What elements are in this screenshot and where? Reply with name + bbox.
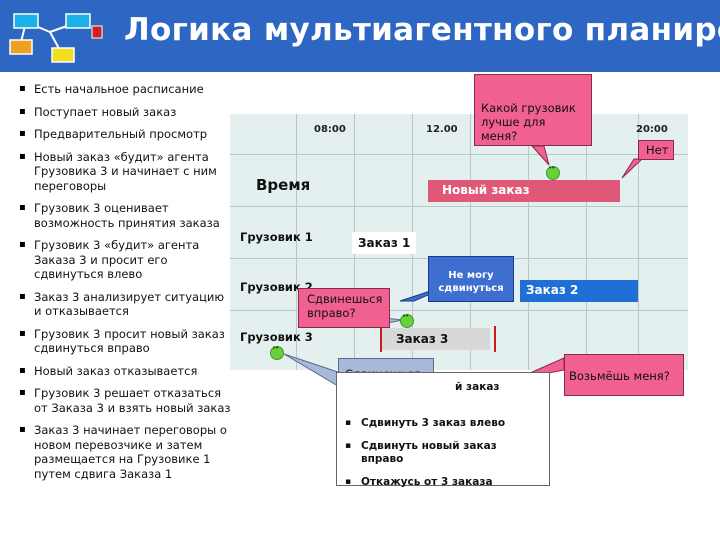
order-3-bar: Заказ 3 bbox=[382, 328, 490, 350]
row-label-truck-2: Грузовик 2 bbox=[240, 280, 313, 294]
row-label-truck-1: Грузовик 1 bbox=[240, 230, 313, 244]
steps-list: Есть начальное расписание Поступает новы… bbox=[18, 82, 232, 489]
order-3-left-marker bbox=[380, 326, 382, 352]
schedule-grid: 08:00 12.00 20:00 Время Грузовик 1 Грузо… bbox=[230, 114, 688, 370]
time-axis-label: Время bbox=[256, 176, 311, 194]
time-tick: 08:00 bbox=[314, 124, 346, 135]
grid-line bbox=[230, 310, 688, 311]
network-diagram-icon bbox=[0, 0, 120, 72]
callout-which-truck: Какой грузовик лучше для меня? bbox=[474, 74, 592, 146]
list-item: Предварительный просмотр bbox=[18, 127, 232, 142]
new-order-bar: Новый заказ bbox=[428, 180, 620, 202]
callout-move-right: Сдвинешься вправо? bbox=[298, 288, 390, 328]
grid-line bbox=[230, 154, 688, 155]
agent-smiley-icon bbox=[270, 344, 284, 360]
option-item: Сдвинуть 3 заказ влево bbox=[345, 417, 541, 430]
option-item: Откажусь от 3 заказа bbox=[345, 476, 541, 489]
grid-line bbox=[230, 206, 688, 207]
list-item: Заказ 3 анализирует ситуацию и отказывае… bbox=[18, 290, 232, 319]
grid-line bbox=[638, 114, 639, 370]
time-tick: 20:00 bbox=[636, 124, 668, 135]
decision-options-box: й заказ Сдвинуть 3 заказ влево Сдвинуть … bbox=[336, 372, 550, 489]
title-banner: Логика мультиагентного планирования bbox=[0, 0, 720, 72]
time-tick: 12.00 bbox=[426, 124, 458, 135]
page-title: Логика мультиагентного планирования bbox=[124, 12, 720, 48]
list-item: Есть начальное расписание bbox=[18, 82, 232, 97]
agent-smiley-icon bbox=[400, 312, 414, 328]
grid-line bbox=[586, 114, 587, 370]
callout-cant-move: Не могу сдвинуться bbox=[428, 256, 514, 302]
list-item: Новый заказ отказывается bbox=[18, 364, 232, 379]
list-item: Поступает новый заказ bbox=[18, 105, 232, 120]
callout-take-me: Возьмёшь меня? bbox=[564, 354, 684, 396]
option-item: Сдвинуть новый заказ вправо bbox=[345, 440, 541, 466]
agent-smiley-icon bbox=[546, 164, 560, 180]
list-item: Грузовик 3 оценивает возможность приняти… bbox=[18, 201, 232, 230]
row-label-truck-3: Грузовик 3 bbox=[240, 330, 313, 344]
grid-line bbox=[470, 114, 471, 370]
order-1-bar: Заказ 1 bbox=[352, 232, 416, 254]
list-item: Грузовик 3 решает отказаться от Заказа 3… bbox=[18, 386, 232, 415]
list-item: Грузовик 3 просит новый заказ сдвинуться… bbox=[18, 327, 232, 356]
order-3-right-marker bbox=[494, 326, 496, 352]
options-header: й заказ bbox=[455, 381, 500, 393]
list-item: Новый заказ «будит» агента Грузовика 3 и… bbox=[18, 150, 232, 194]
list-item: Заказ 3 начинает переговоры о новом пере… bbox=[18, 423, 232, 481]
grid-line bbox=[528, 114, 529, 370]
grid-line bbox=[296, 114, 297, 370]
order-2-bar: Заказ 2 bbox=[520, 280, 638, 302]
callout-no: Нет bbox=[638, 140, 674, 160]
options-list: Сдвинуть 3 заказ влево Сдвинуть новый за… bbox=[345, 417, 541, 499]
list-item: Грузовик 3 «будит» агента Заказа 3 и про… bbox=[18, 238, 232, 282]
